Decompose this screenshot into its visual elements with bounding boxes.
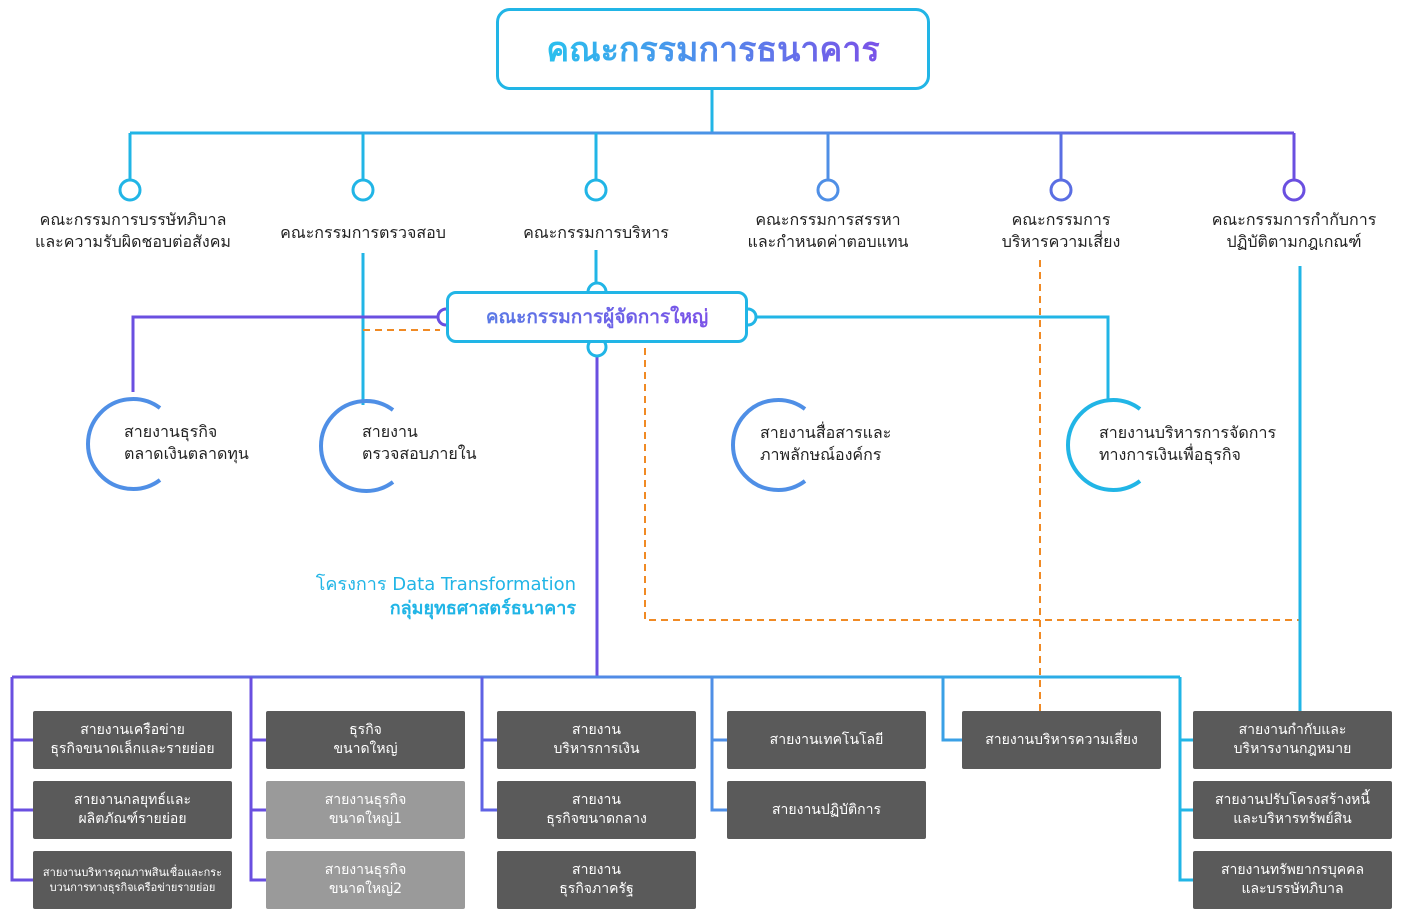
divisions-connector: [10, 675, 1193, 882]
division-medium-business: สายงาน ธุรกิจขนาดกลาง: [497, 781, 696, 839]
unit-business-finance: สายงานบริหารการจัดการ ทางการเงินเพื่อธุร…: [1099, 423, 1277, 464]
division-technology: สายงานเทคโนโลยี: [727, 711, 926, 769]
ceo-dashed-line: [644, 348, 1300, 621]
committee-executive: คณะกรรมการบริหาร: [523, 223, 669, 242]
division-human-resources: สายงานทรัพยากรบุคคล และบรรษัทภิบาล: [1193, 851, 1392, 909]
project-subtitle: กลุ่มยุทธศาสตร์ธนาคาร: [389, 598, 576, 619]
committee-governance: คณะกรรมการบรรษัทภิบาล และความรับผิดชอบต่…: [35, 210, 231, 251]
ceo-left-branch: [131, 315, 438, 392]
ceo-title: คณะกรรมการผู้จัดการใหญ่: [486, 302, 708, 332]
board-title: คณะกรรมการธนาคาร: [546, 22, 879, 76]
committee-nodes: [118, 178, 1306, 202]
committee-risk: คณะกรรมการ บริหารความเสี่ยง: [1001, 210, 1121, 251]
committee-compliance: คณะกรรมการกำกับการ ปฏิบัติตามกฎเกณฑ์: [1211, 210, 1377, 251]
division-operations: สายงานปฏิบัติการ: [727, 781, 926, 839]
division-finance: สายงาน บริหารการเงิน: [497, 711, 696, 769]
division-large-business-1: สายงานธุรกิจ ขนาดใหญ่1: [266, 781, 465, 839]
division-compliance-legal: สายงานกำกับและ บริหารงานกฎหมาย: [1193, 711, 1392, 769]
ceo-right-branch: [756, 315, 1110, 400]
division-risk-management: สายงานบริหารความเสี่ยง: [962, 711, 1161, 769]
division-small-retail-network: สายงานเครือข่าย ธุรกิจขนาดเล็กและรายย่อย: [33, 711, 232, 769]
committee-nomination: คณะกรรมการสรรหา และกำหนดค่าตอบแทน: [747, 210, 909, 251]
unit-internal-audit: สายงาน ตรวจสอบภายใน: [362, 422, 477, 463]
division-retail-strategy: สายงานกลยุทธ์และ ผลิตภัณฑ์รายย่อย: [33, 781, 232, 839]
project-title: โครงการ Data Transformation: [315, 574, 576, 595]
division-debt-restructuring: สายงานปรับโครงสร้างหนี้ และบริหารทรัพย์ส…: [1193, 781, 1392, 839]
division-large-business: ธุรกิจ ขนาดใหญ่: [266, 711, 465, 769]
committee-audit: คณะกรรมการตรวจสอบ: [280, 223, 446, 242]
ceo-box: คณะกรรมการผู้จัดการใหญ่: [446, 291, 748, 343]
unit-treasury: สายงานธุรกิจ ตลาดเงินตลาดทุน: [124, 422, 249, 463]
unit-arcs: [86, 397, 1142, 493]
board-box: คณะกรรมการธนาคาร: [496, 8, 930, 90]
division-credit-quality: สายงานบริหารคุณภาพสินเชื่อและกระ บวนการท…: [33, 851, 232, 909]
board-connector: [128, 90, 1296, 180]
division-large-business-2: สายงานธุรกิจ ขนาดใหญ่2: [266, 851, 465, 909]
division-public-sector: สายงาน ธุรกิจภาครัฐ: [497, 851, 696, 909]
unit-communications: สายงานสื่อสารและ ภาพลักษณ์องค์กร: [760, 423, 892, 464]
